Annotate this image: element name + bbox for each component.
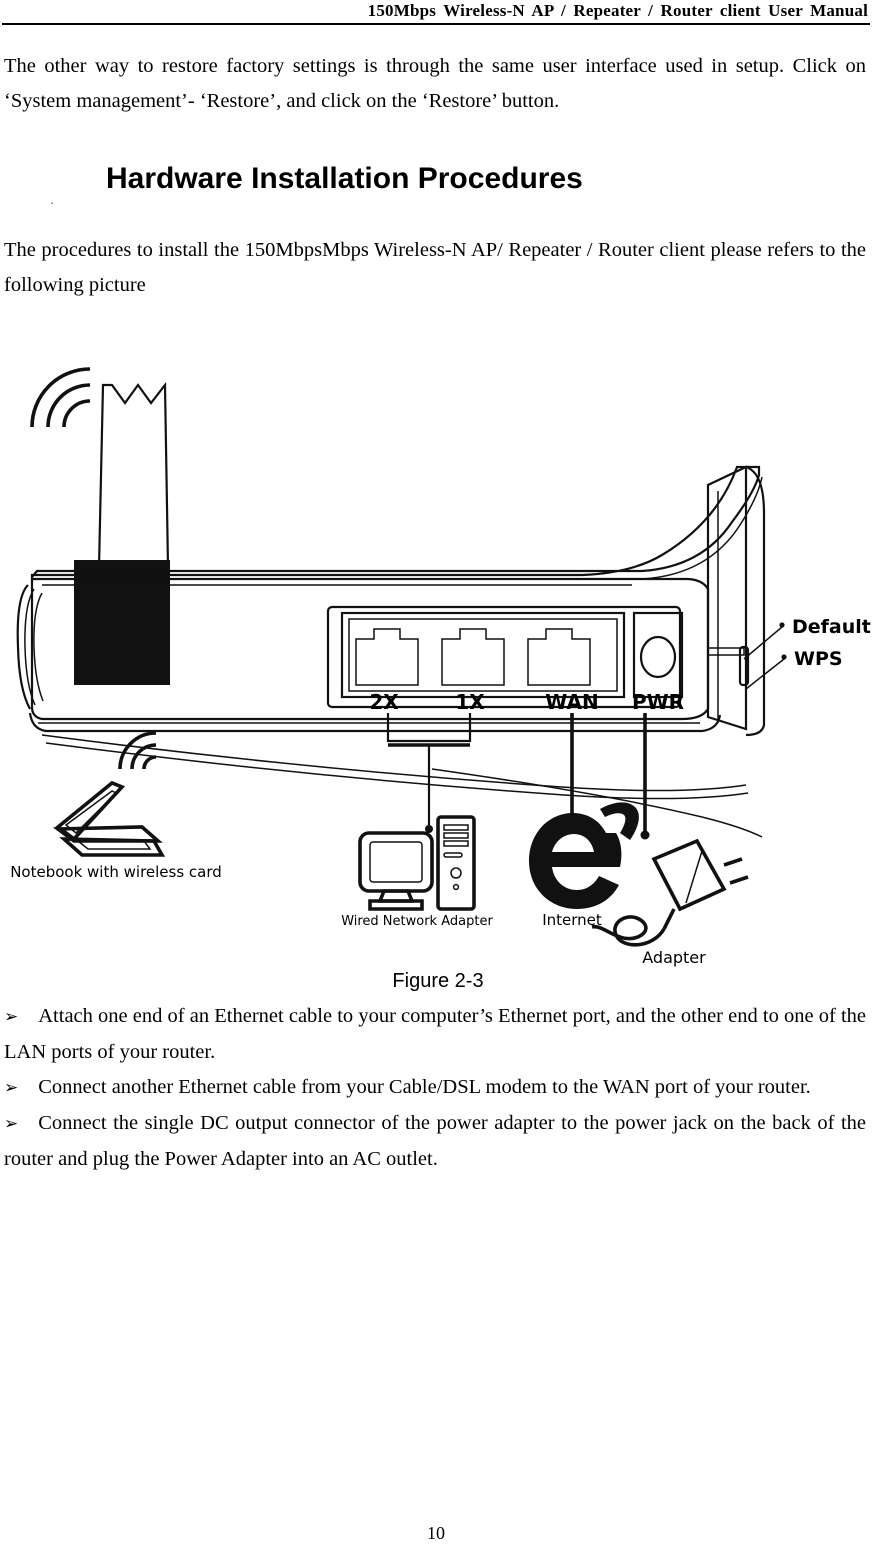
list-item: ➢Attach one end of an Ethernet cable to … bbox=[2, 999, 870, 1070]
page-number: 10 bbox=[427, 1523, 445, 1543]
hardware-installation-diagram: .ln { fill:none; stroke:#111; stroke-wid… bbox=[10, 367, 871, 967]
ethernet-port-icon bbox=[527, 628, 591, 686]
device-label-adapter: Adapter bbox=[642, 948, 706, 967]
callout-default: Default bbox=[743, 616, 871, 660]
running-header: 150Mbps Wireless-N AP / Repeater / Route… bbox=[367, 1, 868, 20]
power-jack-icon bbox=[632, 611, 684, 699]
bullet-arrow-icon: ➢ bbox=[4, 1007, 19, 1027]
internet-explorer-e-icon bbox=[529, 802, 639, 909]
router-icon bbox=[16, 465, 766, 838]
port-label-pwr: PWR bbox=[632, 690, 684, 714]
port-label-1x: 1X bbox=[455, 690, 485, 714]
laptop-icon bbox=[52, 731, 166, 857]
callout-label-wps: WPS bbox=[794, 648, 843, 670]
bullet-arrow-icon: ➢ bbox=[4, 1078, 19, 1098]
instructions-list: ➢Attach one end of an Ethernet cable to … bbox=[2, 999, 870, 1177]
ethernet-port-icon bbox=[441, 628, 505, 686]
list-item-text: Attach one end of an Ethernet cable to y… bbox=[4, 1005, 866, 1063]
list-item: ➢ Connect another Ethernet cable from you… bbox=[2, 1070, 870, 1106]
device-label-internet: Internet bbox=[542, 911, 602, 929]
bullet-arrow-icon: ➢ bbox=[4, 1114, 19, 1134]
section-number-marker: . bbox=[51, 196, 54, 206]
antenna-icon bbox=[74, 381, 170, 685]
device-label-notebook: Notebook with wireless card bbox=[10, 863, 222, 881]
ethernet-port-icon bbox=[355, 628, 419, 686]
figure-2-3: .ln { fill:none; stroke:#111; stroke-wid… bbox=[2, 317, 872, 993]
list-item-text: Connect another Ethernet cable from your… bbox=[38, 1076, 811, 1098]
default-button-icon bbox=[707, 647, 745, 656]
callout-label-default: Default bbox=[792, 616, 871, 638]
header-divider bbox=[2, 23, 870, 25]
power-adapter-icon bbox=[591, 838, 749, 947]
intro-paragraph: The other way to restore factory setting… bbox=[4, 55, 866, 112]
figure-caption: Figure 2-3 bbox=[392, 970, 484, 992]
port-label-wan: WAN bbox=[545, 690, 598, 714]
procedures-paragraph: The procedures to install the 150MbpsMbp… bbox=[4, 239, 866, 296]
list-item: ➢Connect the single DC output connector … bbox=[2, 1106, 870, 1177]
wps-button-icon bbox=[738, 645, 750, 687]
section-heading-text: Hardware Installation Procedures bbox=[106, 162, 583, 195]
list-item-text: Connect the single DC output connector o… bbox=[4, 1112, 866, 1170]
device-label-desktop: Wired Network Adapter bbox=[341, 914, 493, 929]
desktop-computer-icon bbox=[358, 815, 476, 911]
wifi-signal-icon bbox=[30, 367, 91, 428]
section-heading: . Hardware Installation Procedures bbox=[2, 161, 870, 206]
callout-wps: WPS bbox=[745, 648, 843, 690]
port-label-2x: 2X bbox=[369, 690, 399, 714]
